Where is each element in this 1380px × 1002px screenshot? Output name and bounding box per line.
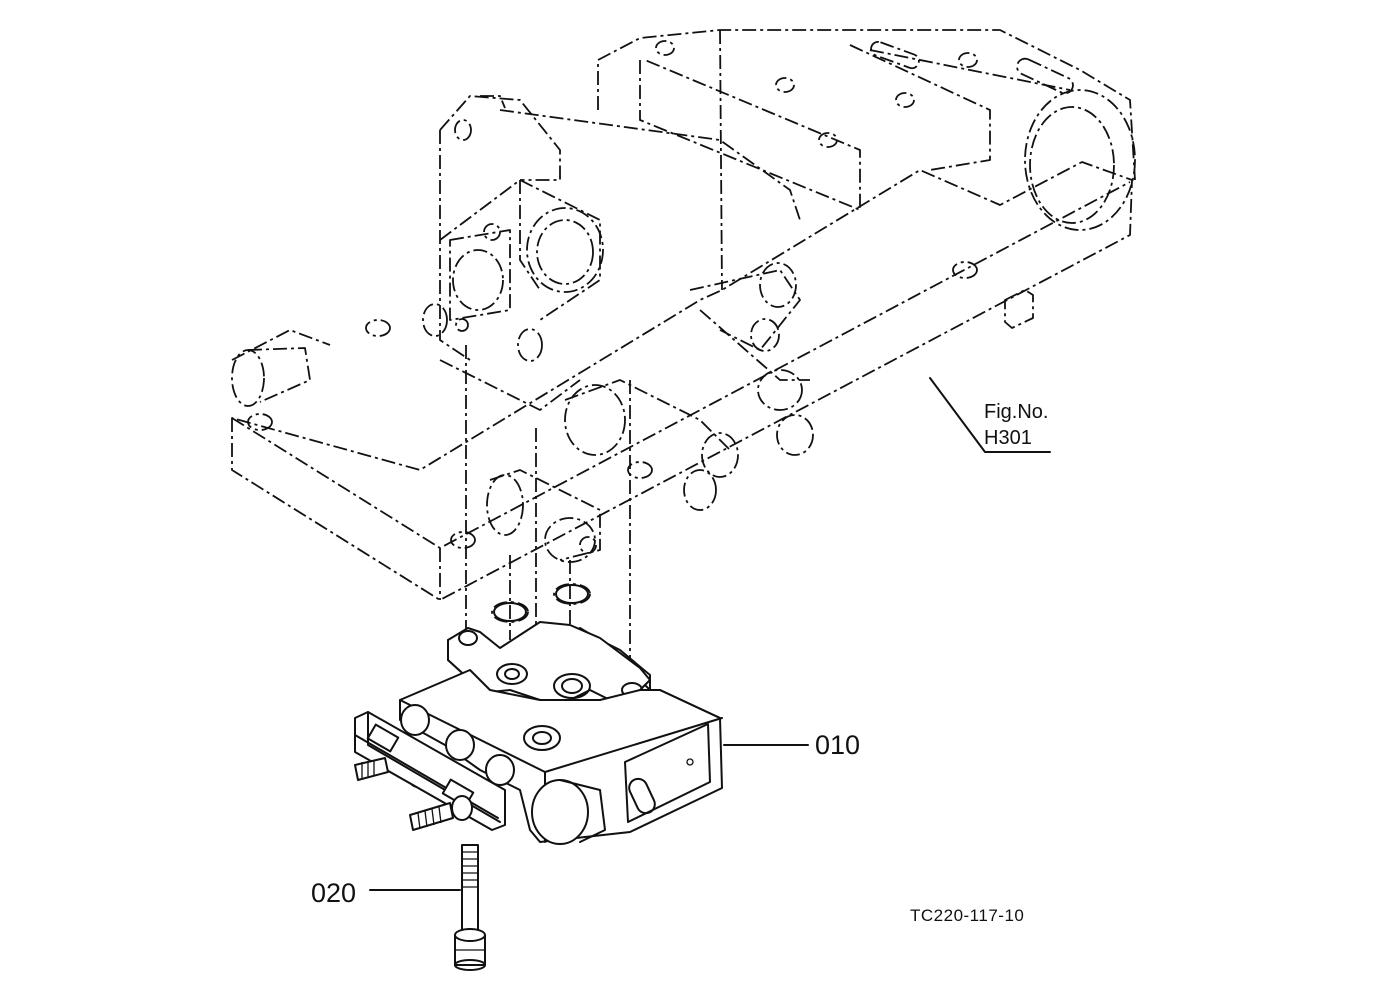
part-number-020: 020 bbox=[311, 878, 357, 908]
valve-assembly-010 bbox=[354, 621, 723, 845]
hydraulic-housing-outline bbox=[231, 29, 1136, 601]
drawing-reference-code: TC220-117-10 bbox=[910, 906, 1025, 925]
o-rings bbox=[493, 584, 589, 622]
part-number-010: 010 bbox=[815, 730, 861, 760]
leader-h301 bbox=[929, 377, 1051, 453]
bolt-020 bbox=[454, 844, 486, 971]
figure-reference-label: Fig.No. bbox=[984, 401, 1049, 423]
leader-lines bbox=[369, 377, 1051, 891]
figure-reference-number: H301 bbox=[984, 427, 1032, 449]
